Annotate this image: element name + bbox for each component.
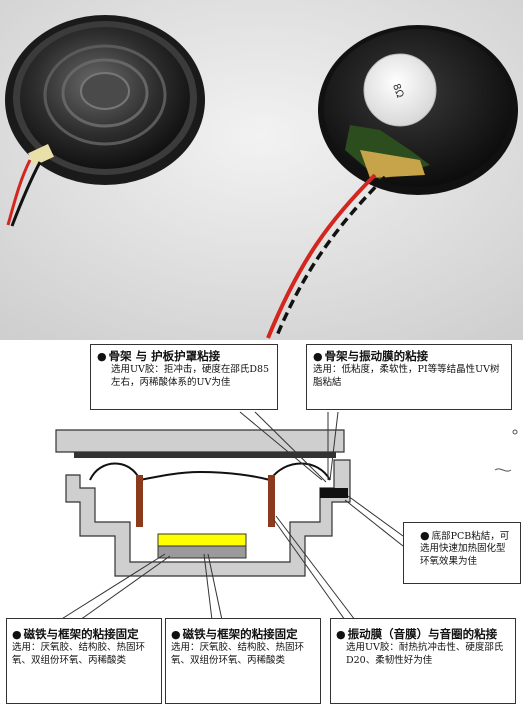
pole-plate [157, 545, 247, 559]
callout-body: 选用：厌氧胶、结构胶、热固环氧、双组份环氧、丙稀酸类 [12, 642, 146, 666]
callout-body: 选用：低粘度，柔软性，PI等等结晶性UV树脂粘結 [313, 364, 500, 388]
callout-title: 骨架 与 护板护罩粘接 [108, 349, 221, 363]
callout-title: 骨架与振动膜的粘接 [324, 349, 429, 363]
callout-bobbin-diaphragm-bond: ●骨架与振动膜的粘接 选用：低粘度，柔软性，PI等等结晶性UV树脂粘結 [306, 344, 512, 410]
callout-body: 选用UV胶：拒冲击，硬度在邵氏D85左右，丙稀酸体系的UV为佳 [111, 364, 270, 388]
callout-bobbin-cover-bond: ●骨架 与 护板护罩粘接 选用UV胶：拒冲击，硬度在邵氏D85左右，丙稀酸体系的… [90, 344, 278, 410]
leader-lines [59, 411, 404, 621]
voice-coil-right [268, 475, 275, 527]
cover-plate [74, 452, 336, 458]
callout-title: 振动膜（音膜）与音圈的粘接 [347, 627, 498, 641]
diaphragm [89, 462, 331, 482]
callout-pcb-bond: ●底部PCB粘結，可选用快速加热固化型环氧效果为佳 [403, 522, 521, 584]
pcb [320, 488, 348, 498]
speaker-front [5, 15, 205, 185]
callout-title: 磁铁与框架的粘接固定 [182, 627, 298, 641]
callout-title: 磁铁与框架的粘接固定 [23, 627, 139, 641]
callout-body: 选用UV胶：耐热抗冲击性、硬度邵氏D20、柔韧性好为佳 [346, 642, 504, 666]
callout-magnet-frame-bond-2: ●磁铁与框架的粘接固定 选用：厌氧胶、结构胶、热固环氧、双组份环氧、丙稀酸类 [165, 618, 321, 704]
magnet [157, 533, 247, 547]
callout-body: 选用：厌氧胶、结构胶、热固环氧、双组份环氧、丙稀酸类 [171, 642, 305, 666]
callout-magnet-frame-bond-1: ●磁铁与框架的粘接固定 选用：厌氧胶、结构胶、热固环氧、双组份环氧、丙稀酸类 [6, 618, 162, 704]
voice-coil-left [136, 475, 143, 527]
speaker-cross-section-diagram [55, 376, 518, 621]
speaker-photo: 8Ω [0, 0, 523, 340]
speaker-back: 8Ω [318, 25, 518, 195]
callout-title: 底部PCB粘結，可选用快速加热固化型环氧效果为佳 [420, 531, 510, 567]
speaker-frame [55, 429, 351, 577]
callout-diaphragm-coil-bond: ●振动膜（音膜）与音圈的粘接 选用UV胶：耐热抗冲击性、硬度邵氏D20、柔韧性好… [330, 618, 516, 704]
sticker-label: 8Ω [390, 82, 405, 99]
